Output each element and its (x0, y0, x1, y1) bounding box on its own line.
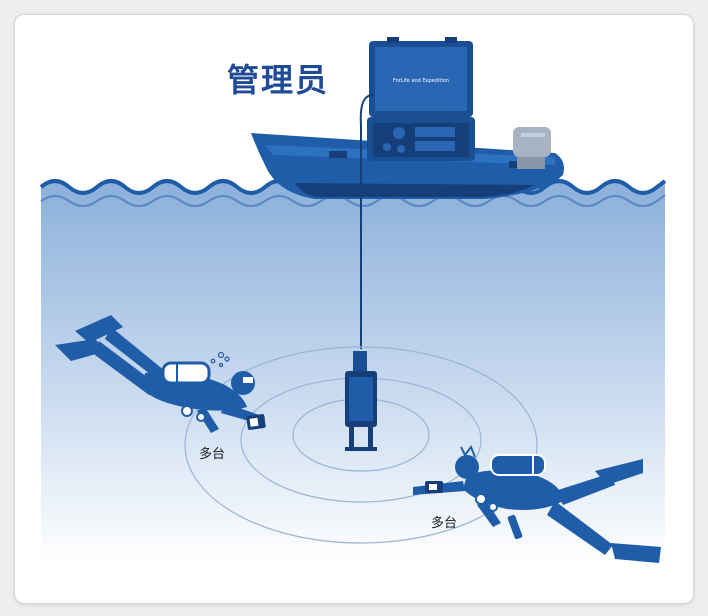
bubbles-icon (210, 351, 230, 368)
console-icon (367, 37, 475, 161)
wave-line-2 (40, 194, 666, 207)
diagram-card: ForLife and Expedition (14, 14, 694, 604)
engine-icon (513, 127, 551, 169)
cable (359, 94, 374, 349)
underwater-comms-scene: ForLife and Expedition (39, 37, 667, 563)
diver-label-right: 多台 (431, 516, 458, 531)
handheld-device-icon-left (246, 414, 266, 430)
console-screen-text: ForLife and Expedition (393, 78, 449, 84)
diver-icon-left (55, 315, 265, 433)
handheld-device-icon-right (425, 481, 443, 493)
page-title: 管理员 (227, 61, 330, 99)
diver-label-left: 多台 (199, 447, 226, 462)
transceiver-icon (345, 351, 377, 451)
